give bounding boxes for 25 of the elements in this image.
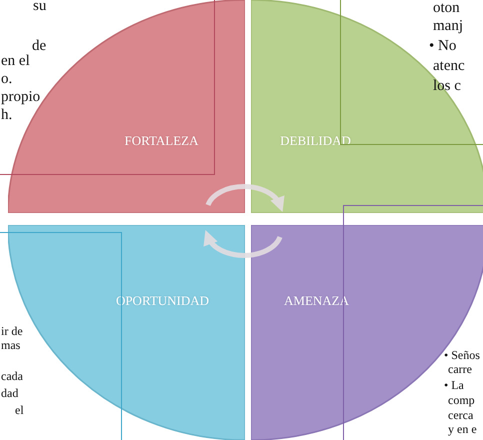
quadrant-label: AMENAZA bbox=[284, 292, 349, 308]
text-line: propio bbox=[1, 90, 40, 105]
text-line: y en e bbox=[448, 423, 477, 435]
text-line: h. bbox=[1, 108, 12, 123]
text-line: atenc bbox=[433, 59, 465, 74]
text-line: • No bbox=[429, 39, 456, 54]
text-line: su bbox=[33, 0, 46, 14]
cycle-arrow bbox=[206, 184, 284, 212]
text-line: cerca bbox=[448, 409, 474, 421]
text-line: o. bbox=[1, 72, 12, 87]
text-line: de bbox=[32, 39, 46, 54]
text-line: cada bbox=[1, 370, 23, 382]
quadrant-label: FORTALEZA bbox=[124, 132, 198, 148]
text-line: dad bbox=[1, 387, 18, 399]
text-line: mas bbox=[1, 339, 22, 351]
text-line: manj bbox=[433, 19, 463, 34]
text-line: comp bbox=[448, 394, 475, 406]
text-line: • Seños bbox=[444, 349, 480, 361]
text-line: el bbox=[15, 404, 24, 416]
text-line: carre bbox=[448, 363, 472, 375]
text-line: • La bbox=[444, 379, 464, 391]
text-line: ir de bbox=[1, 325, 23, 337]
cycle-arrow bbox=[204, 230, 282, 258]
text-line: en el bbox=[1, 54, 31, 69]
text-line: oton bbox=[433, 1, 460, 16]
